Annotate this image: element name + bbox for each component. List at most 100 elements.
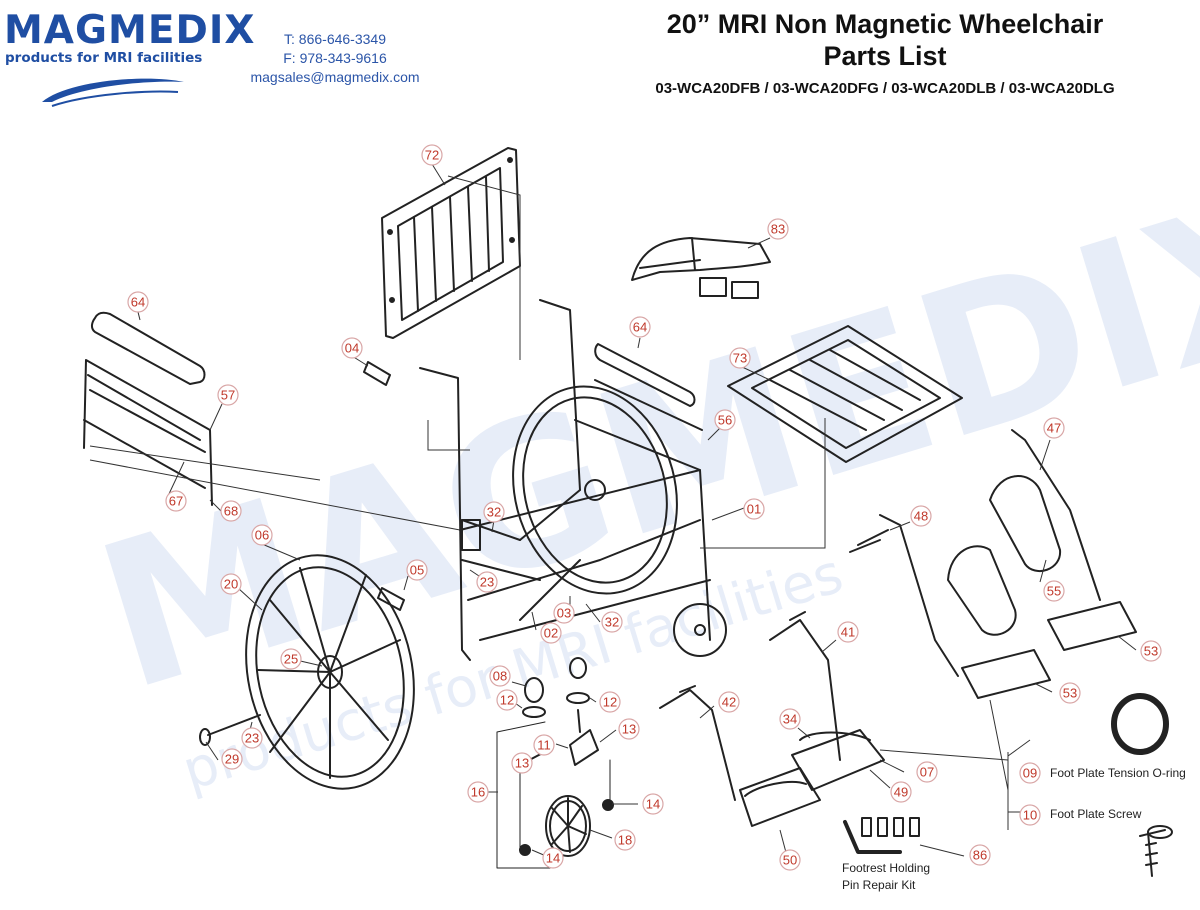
part-callout-11: 11 bbox=[533, 734, 555, 756]
foot-plate-screw bbox=[1139, 825, 1173, 877]
right-armrest-pad bbox=[594, 343, 696, 407]
part-callout-23: 23 bbox=[241, 727, 263, 749]
callout-number: 06 bbox=[255, 528, 269, 543]
part-callout-32: 32 bbox=[601, 611, 623, 633]
callout-number: 13 bbox=[515, 756, 529, 771]
callout-bubble bbox=[251, 524, 273, 546]
part-callout-25: 25 bbox=[280, 648, 302, 670]
callout-number: 02 bbox=[544, 626, 558, 641]
callout-number: 42 bbox=[722, 695, 736, 710]
callout-number: 53 bbox=[1144, 644, 1158, 659]
callout-number: 20 bbox=[224, 577, 238, 592]
part-callout-53: 53 bbox=[1140, 640, 1162, 662]
callout-number: 68 bbox=[224, 504, 238, 519]
callout-bubble bbox=[217, 384, 239, 406]
callout-number: 57 bbox=[221, 388, 235, 403]
callout-number: 53 bbox=[1063, 686, 1077, 701]
callout-number: 09 bbox=[1023, 766, 1037, 781]
callout-bubble bbox=[779, 849, 801, 871]
part-callout-64: 64 bbox=[629, 316, 651, 338]
callout-number: 49 bbox=[894, 785, 908, 800]
callout-bubble bbox=[916, 761, 938, 783]
callout-number: 07 bbox=[920, 765, 934, 780]
title-line-2: Parts List bbox=[823, 41, 947, 71]
callout-bubble bbox=[837, 621, 859, 643]
callout-bubble bbox=[476, 571, 498, 593]
callout-bubble bbox=[341, 337, 363, 359]
part-callout-68: 68 bbox=[220, 500, 242, 522]
callout-bubble bbox=[280, 648, 302, 670]
callout-number: 10 bbox=[1023, 808, 1037, 823]
callout-number: 16 bbox=[471, 785, 485, 800]
callout-bubble bbox=[743, 498, 765, 520]
callout-number: 12 bbox=[500, 693, 514, 708]
callout-number: 01 bbox=[747, 502, 761, 517]
part-callout-13: 13 bbox=[618, 718, 640, 740]
callout-bubble bbox=[220, 500, 242, 522]
callout-bubble bbox=[729, 347, 751, 369]
part-callout-49: 49 bbox=[890, 781, 912, 803]
contact-fax: F: 978-343-9616 bbox=[283, 50, 387, 66]
callout-number: 23 bbox=[480, 575, 494, 590]
logo-tagline: products for MRI facilities bbox=[5, 50, 203, 66]
rear-wheel-left bbox=[245, 554, 415, 790]
part-callout-20: 20 bbox=[220, 573, 242, 595]
pin-repair-kit bbox=[843, 817, 920, 854]
callout-bubble bbox=[467, 781, 489, 803]
part-callout-01: 01 bbox=[743, 498, 765, 520]
handle-grip bbox=[363, 361, 391, 386]
callout-bubble bbox=[614, 829, 636, 851]
callout-number: 83 bbox=[771, 222, 785, 237]
part-callout-48: 48 bbox=[910, 505, 932, 527]
callout-bubble bbox=[1140, 640, 1162, 662]
callout-number: 55 bbox=[1047, 584, 1061, 599]
callout-bubble bbox=[483, 501, 505, 523]
callout-number: 50 bbox=[783, 853, 797, 868]
callout-bubble bbox=[642, 793, 664, 815]
part-callout-55: 55 bbox=[1043, 580, 1065, 602]
callout-bubble bbox=[599, 691, 621, 713]
callout-number: 86 bbox=[973, 848, 987, 863]
callout-bubble bbox=[533, 734, 555, 756]
callout-number: 18 bbox=[618, 833, 632, 848]
logo-wordmark: MAGMEDIX bbox=[4, 8, 256, 53]
callout-bubble bbox=[406, 559, 428, 581]
elevating-legrest bbox=[849, 429, 1137, 699]
callout-number: 32 bbox=[605, 615, 619, 630]
part-callout-12: 12 bbox=[599, 691, 621, 713]
seat-panel bbox=[727, 325, 963, 463]
part-09-note: Foot Plate Tension O-ring bbox=[1050, 766, 1186, 780]
callout-bubble bbox=[489, 665, 511, 687]
part-callout-41: 41 bbox=[837, 621, 859, 643]
callout-bubble bbox=[767, 218, 789, 240]
part-callout-14: 14 bbox=[642, 793, 664, 815]
callout-bubble bbox=[511, 752, 533, 774]
part-callout-29: 29 bbox=[221, 748, 243, 770]
callout-bubble bbox=[1043, 580, 1065, 602]
callout-bubble bbox=[553, 602, 575, 624]
kit-note-line2: Pin Repair Kit bbox=[842, 878, 916, 892]
axle-sleeve bbox=[377, 587, 405, 611]
caster-fork bbox=[519, 709, 599, 766]
part-callout-13: 13 bbox=[511, 752, 533, 774]
callout-bubble bbox=[165, 490, 187, 512]
part-callout-04: 04 bbox=[341, 337, 363, 359]
watermark: MAGMEDIX products for MRI facilities bbox=[76, 148, 1200, 802]
callout-bubble bbox=[629, 316, 651, 338]
part-callout-67: 67 bbox=[165, 490, 187, 512]
part-callout-02: 02 bbox=[540, 622, 562, 644]
part-callout-64: 64 bbox=[127, 291, 149, 313]
callout-bubble bbox=[601, 611, 623, 633]
title-line-1: 20” MRI Non Magnetic Wheelchair bbox=[666, 9, 1104, 39]
callout-number: 47 bbox=[1047, 421, 1061, 436]
callout-number: 56 bbox=[718, 413, 732, 428]
contact-email[interactable]: magsales@magmedix.com bbox=[250, 69, 420, 85]
part-callout-47: 47 bbox=[1043, 417, 1065, 439]
part-callout-14: 14 bbox=[542, 847, 564, 869]
callout-bubble bbox=[241, 727, 263, 749]
callout-number: 48 bbox=[914, 509, 928, 524]
callout-number: 67 bbox=[169, 494, 183, 509]
callout-number: 03 bbox=[557, 606, 571, 621]
part-callout-05: 05 bbox=[406, 559, 428, 581]
